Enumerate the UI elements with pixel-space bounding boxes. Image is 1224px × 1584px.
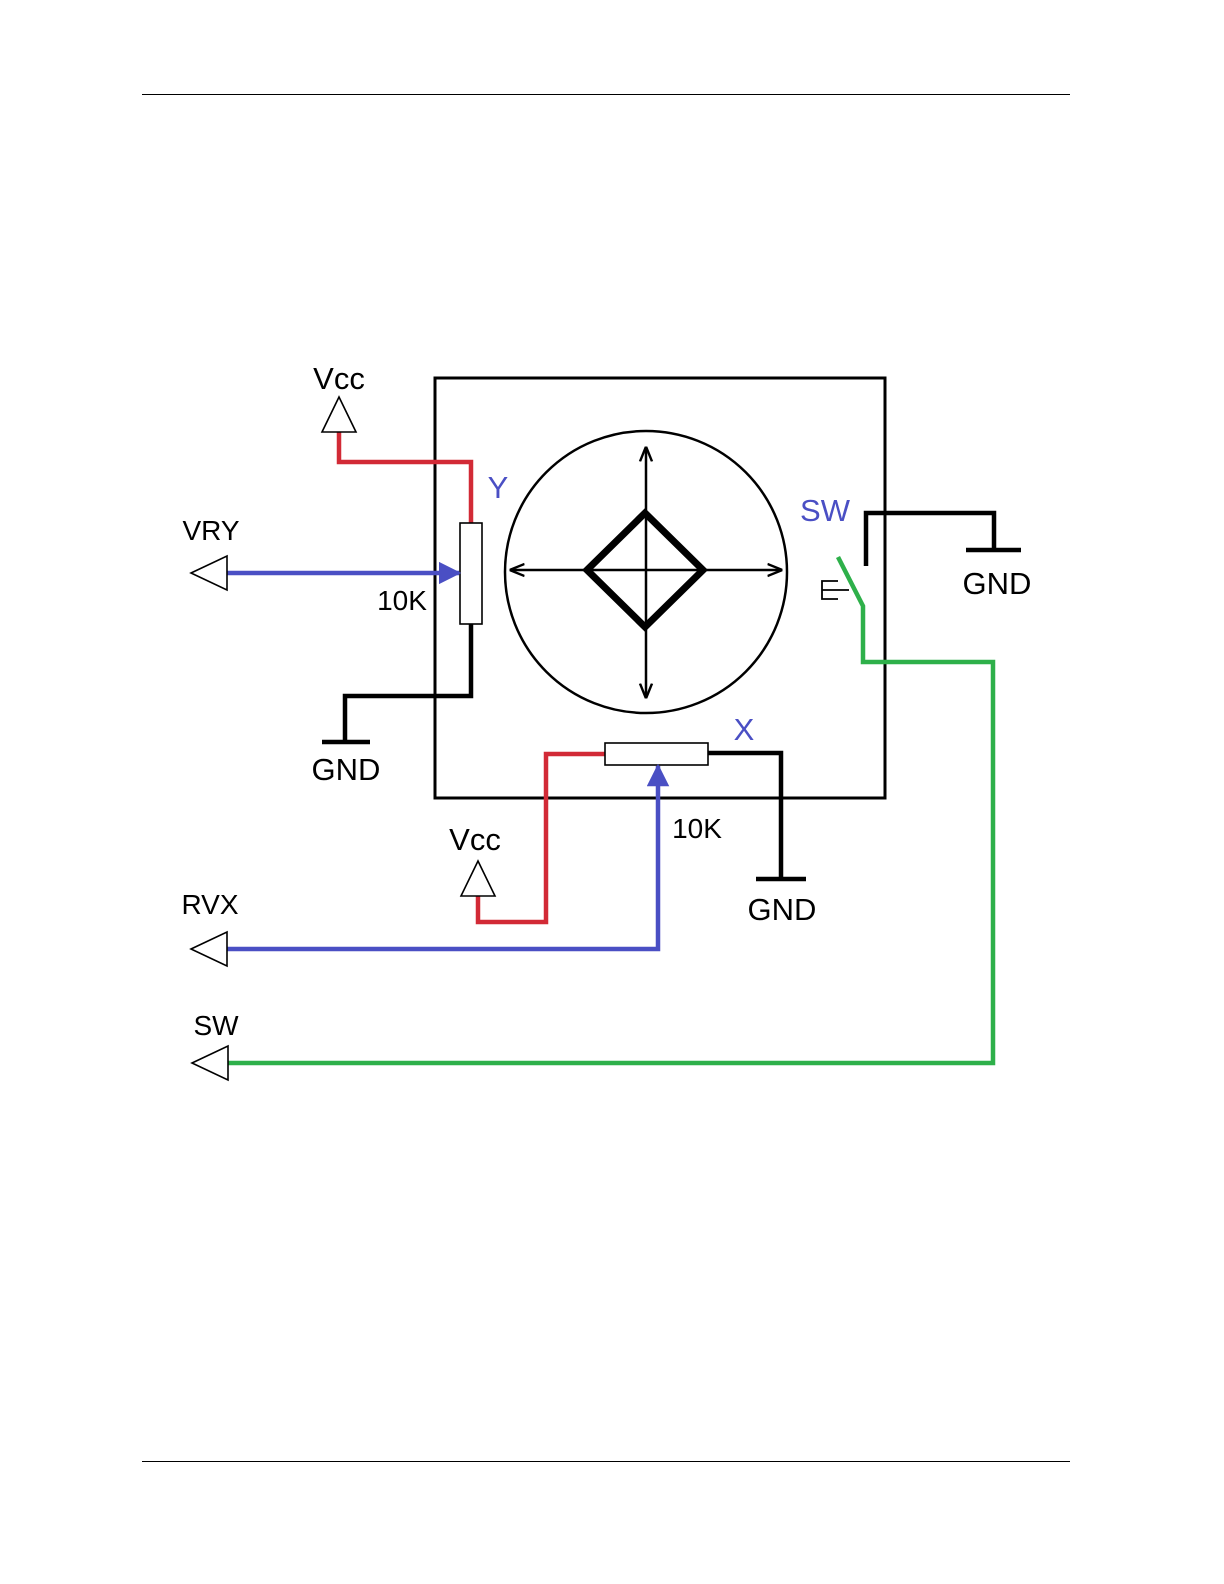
x-resistance-label: 10K (672, 813, 722, 844)
vry-output-terminal-icon (191, 556, 227, 590)
sw-output-label: SW (193, 1010, 239, 1041)
rvx-signal-wire (227, 766, 658, 949)
y-gnd-label: GND (312, 752, 381, 787)
stick-symbol (505, 431, 787, 713)
y-resistance-label: 10K (377, 585, 427, 616)
switch-label: SW (800, 493, 851, 528)
joystick-module-outline (435, 378, 885, 798)
sw-signal-wire (228, 557, 993, 1063)
y-vcc-wire (339, 432, 471, 523)
y-vcc-terminal-icon (322, 397, 356, 432)
rvx-output-terminal-icon (191, 932, 227, 966)
x-axis-label: X (734, 712, 755, 747)
switch-gnd-label: GND (963, 566, 1032, 601)
x-gnd-label: GND (748, 892, 817, 927)
x-potentiometer: X 10K Vcc GND RVX (181, 712, 816, 966)
x-resistor-body (605, 743, 708, 765)
vry-label: VRY (182, 515, 239, 546)
sw-output-terminal-icon (192, 1046, 228, 1080)
rvx-label: RVX (181, 889, 238, 920)
y-gnd-wire (345, 624, 471, 741)
y-resistor-body (460, 523, 482, 624)
y-potentiometer: Vcc Y 10K GND VRY (182, 361, 508, 787)
x-vcc-label: Vcc (449, 822, 501, 857)
y-vcc-label: Vcc (313, 361, 365, 396)
y-axis-label: Y (488, 470, 509, 505)
x-vcc-terminal-icon (461, 861, 495, 896)
